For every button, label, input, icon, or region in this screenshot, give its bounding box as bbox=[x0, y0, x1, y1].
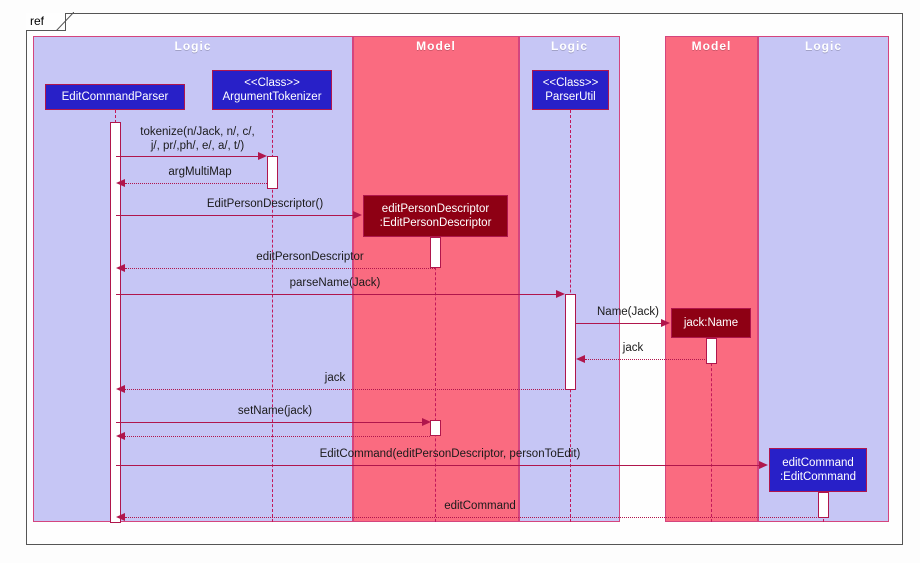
message-line-jackReturn1 bbox=[585, 359, 707, 360]
lifeline-editPersonDescriptor bbox=[435, 237, 436, 522]
message-label-tokenize-line1: tokenize(n/Jack, n/, c/, bbox=[140, 126, 255, 138]
activation-jackName bbox=[706, 338, 717, 364]
message-line-jackReturn2 bbox=[125, 389, 566, 390]
message-line-parseName bbox=[116, 294, 556, 295]
message-arrow-editPersonDescriptorReturn-icon bbox=[116, 264, 125, 272]
message-label-parseName: parseName(Jack) bbox=[289, 277, 381, 289]
message-arrow-nameJack-icon bbox=[661, 319, 670, 327]
message-line-editPersonDescriptorReturn bbox=[125, 268, 435, 269]
band-model-2-title: Model bbox=[691, 39, 732, 53]
message-arrow-argMultiMap-icon bbox=[116, 179, 125, 187]
message-label-tokenize-line2: j/, pr/,ph/, e/, a/, t/) bbox=[150, 140, 245, 152]
message-line-argMultiMap bbox=[125, 183, 267, 184]
participant-parserUtil-label: ParserUtil bbox=[545, 91, 596, 103]
message-line-tokenize bbox=[116, 156, 262, 157]
message-line-editCommandReturn bbox=[125, 517, 819, 518]
participant-editPersonDescriptor-type: :EditPersonDescriptor bbox=[379, 217, 492, 229]
band-logic-1-title: Logic bbox=[174, 39, 212, 53]
band-model-1: Model bbox=[353, 36, 519, 522]
message-label-editPersonDescriptorCreate: EditPersonDescriptor() bbox=[206, 198, 324, 210]
participant-editCommand-name: editCommand bbox=[782, 457, 854, 469]
band-logic-2: Logic bbox=[519, 36, 620, 522]
participant-editCommand-type: :EditCommand bbox=[779, 471, 857, 483]
activation-editCommandParser bbox=[110, 122, 121, 523]
participant-editCommandParser-label: EditCommandParser bbox=[61, 91, 169, 103]
participant-parserUtil-stereotype: <<Class>> bbox=[542, 77, 599, 89]
message-arrow-editPersonDescriptorCreate-icon bbox=[353, 211, 362, 219]
message-line-nameJack bbox=[576, 323, 661, 324]
message-arrow-setName-icon bbox=[422, 418, 431, 426]
activation-editPersonDescriptor-setName bbox=[430, 420, 441, 436]
message-line-setName bbox=[116, 422, 422, 423]
message-arrow-setNameReturn-icon bbox=[116, 432, 125, 440]
message-label-jackReturn2: jack bbox=[324, 372, 346, 384]
band-logic-2-title: Logic bbox=[551, 39, 588, 53]
lifeline-jackName bbox=[711, 338, 712, 522]
message-arrow-editCommandCreate-icon bbox=[759, 461, 768, 469]
ref-frame-operator-label: ref bbox=[30, 14, 45, 28]
participant-jackName[interactable]: jack:Name bbox=[671, 308, 751, 338]
ref-tab-corner-icon bbox=[56, 12, 74, 31]
participant-argumentTokenizer[interactable]: <<Class>> ArgumentTokenizer bbox=[212, 70, 332, 110]
participant-argumentTokenizer-label: ArgumentTokenizer bbox=[222, 91, 322, 103]
activation-editCommand bbox=[818, 492, 829, 518]
message-arrow-jackReturn1-icon bbox=[576, 355, 585, 363]
lifeline-argumentTokenizer bbox=[272, 110, 273, 522]
participant-editCommand[interactable]: editCommand :EditCommand bbox=[769, 448, 867, 492]
message-label-editPersonDescriptorReturn: editPersonDescriptor bbox=[256, 251, 364, 263]
message-arrow-jackReturn2-icon bbox=[116, 385, 125, 393]
message-label-argMultiMap: argMultiMap bbox=[168, 166, 232, 178]
message-label-editCommandReturn: editCommand bbox=[444, 500, 516, 512]
ref-frame-tab: ref bbox=[26, 12, 74, 31]
message-label-jackReturn1: jack bbox=[622, 342, 644, 354]
participant-jackName-label: jack:Name bbox=[683, 317, 739, 329]
participant-editPersonDescriptor[interactable]: editPersonDescriptor :EditPersonDescript… bbox=[363, 195, 508, 237]
participant-editCommandParser[interactable]: EditCommandParser bbox=[45, 84, 185, 110]
message-arrow-editCommandReturn-icon bbox=[116, 513, 125, 521]
message-line-editPersonDescriptorCreate bbox=[116, 215, 353, 216]
message-label-nameJack: Name(Jack) bbox=[597, 306, 659, 318]
message-line-editCommandCreate bbox=[116, 465, 759, 466]
activation-argumentTokenizer bbox=[267, 156, 278, 189]
participant-argumentTokenizer-stereotype: <<Class>> bbox=[244, 77, 300, 89]
activation-editPersonDescriptor bbox=[430, 237, 441, 268]
activation-parserUtil bbox=[565, 294, 576, 390]
message-label-setName: setName(jack) bbox=[237, 405, 313, 417]
band-logic-1: Logic bbox=[33, 36, 353, 522]
participant-editPersonDescriptor-name: editPersonDescriptor bbox=[381, 203, 490, 215]
message-arrow-tokenize-icon bbox=[258, 152, 267, 160]
message-line-setNameReturn bbox=[125, 436, 430, 437]
message-arrow-parseName-icon bbox=[556, 290, 565, 298]
participant-parserUtil[interactable]: <<Class>> ParserUtil bbox=[532, 70, 609, 110]
message-label-editCommandCreate: EditCommand(editPersonDescriptor, person… bbox=[319, 448, 581, 460]
band-logic-3-title: Logic bbox=[805, 39, 842, 53]
band-model-1-title: Model bbox=[416, 39, 456, 53]
band-logic-3: Logic bbox=[758, 36, 889, 522]
